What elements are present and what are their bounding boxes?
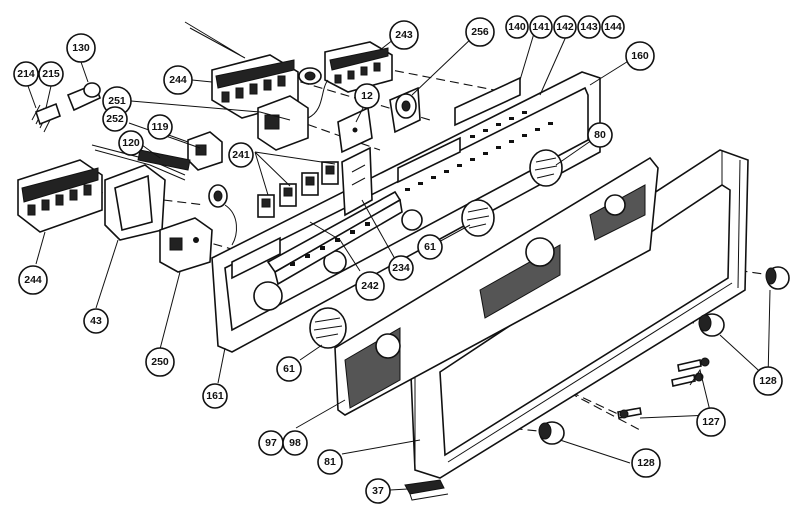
infinite-switch [159,217,213,273]
svg-text:127: 127 [702,416,720,428]
callout-234: 234 [388,255,414,281]
svg-text:244: 244 [24,274,42,286]
clamp [389,86,421,134]
switch-block-244-left [17,159,103,233]
callout-144: 144 [601,15,625,39]
svg-text:142: 142 [556,21,574,33]
svg-text:12: 12 [361,90,373,102]
callout-244-top: 244 [163,65,193,95]
callout-241: 241 [228,142,254,168]
screws [617,357,710,419]
svg-text:144: 144 [604,21,622,33]
svg-text:241: 241 [232,149,250,161]
dial-80 [529,149,563,187]
callout-243: 243 [389,20,419,50]
callout-140: 140 [505,15,529,39]
callout-160: 160 [625,41,655,71]
callout-43: 43 [83,308,109,334]
callout-128-bottom: 128 [631,448,661,478]
svg-text:61: 61 [424,241,436,253]
svg-text:128: 128 [637,457,655,469]
control-panel [211,71,601,353]
callout-252: 252 [102,106,128,132]
svg-text:244: 244 [169,74,187,86]
grommet [298,67,322,85]
callout-214: 214 [13,61,39,87]
callout-61-upper: 61 [417,234,443,260]
svg-text:160: 160 [631,50,649,62]
svg-text:98: 98 [289,437,301,449]
dials [309,149,563,349]
knob-128-bottom [538,421,565,445]
clip [404,479,449,501]
knob-128-right [765,266,790,290]
callout-37: 37 [365,478,391,504]
bracket [341,146,373,217]
svg-text:61: 61 [283,363,295,375]
knob-128-middle [698,313,725,337]
callout-97: 97 [258,430,284,456]
callout-61-lower: 61 [276,356,302,382]
front-frame [409,149,749,479]
svg-text:214: 214 [17,68,35,80]
housing [104,164,166,241]
svg-text:143: 143 [580,21,598,33]
svg-text:252: 252 [106,113,124,125]
callout-127: 127 [696,407,726,437]
svg-text:242: 242 [361,280,379,292]
svg-text:128: 128 [759,375,777,387]
callout-98: 98 [282,430,308,456]
callout-128-right: 128 [753,366,783,396]
callout-141: 141 [529,15,553,39]
wire-harness [91,144,191,181]
svg-text:97: 97 [265,437,277,449]
svg-text:140: 140 [508,21,526,33]
knobs [538,266,790,445]
switch-strip [266,190,403,286]
relay [257,79,329,151]
coil [208,184,237,246]
svg-text:43: 43 [90,315,102,327]
svg-text:141: 141 [532,21,550,33]
callout-81: 81 [317,449,343,475]
svg-text:161: 161 [206,390,224,402]
callout-130: 130 [66,33,96,63]
svg-text:234: 234 [392,262,410,274]
svg-text:120: 120 [122,137,140,149]
callout-80: 80 [587,122,613,148]
callout-143: 143 [577,15,601,39]
svg-text:256: 256 [471,26,489,38]
svg-text:250: 250 [151,356,169,368]
callout-161: 161 [202,383,228,409]
callout-120: 120 [118,130,144,156]
svg-text:80: 80 [594,129,606,141]
spring-assembly [31,82,101,133]
callout-142: 142 [553,15,577,39]
callout-250: 250 [145,347,175,377]
dial-61-upper [461,199,495,237]
panel-button-holes [405,111,553,191]
svg-text:130: 130 [72,42,90,54]
push-switches [257,161,339,218]
dial-61-lower [309,307,347,349]
insert-panel [334,156,659,416]
terminal [187,131,223,171]
svg-text:251: 251 [108,95,126,107]
svg-text:37: 37 [372,485,384,497]
callout-256: 256 [465,17,495,47]
mounting-bracket [337,106,373,154]
svg-text:81: 81 [324,456,336,468]
callout-242: 242 [355,271,385,301]
svg-text:215: 215 [42,68,60,80]
callout-119: 119 [147,114,173,140]
svg-text:119: 119 [152,121,169,133]
callout-244-left: 244 [18,265,48,295]
part-callouts: 130 214 215 244 251 243 256 140 141 142 … [13,15,783,504]
callout-215: 215 [38,61,64,87]
callout-12: 12 [354,83,380,109]
svg-text:243: 243 [395,29,413,41]
switch-block-243 [324,41,393,93]
